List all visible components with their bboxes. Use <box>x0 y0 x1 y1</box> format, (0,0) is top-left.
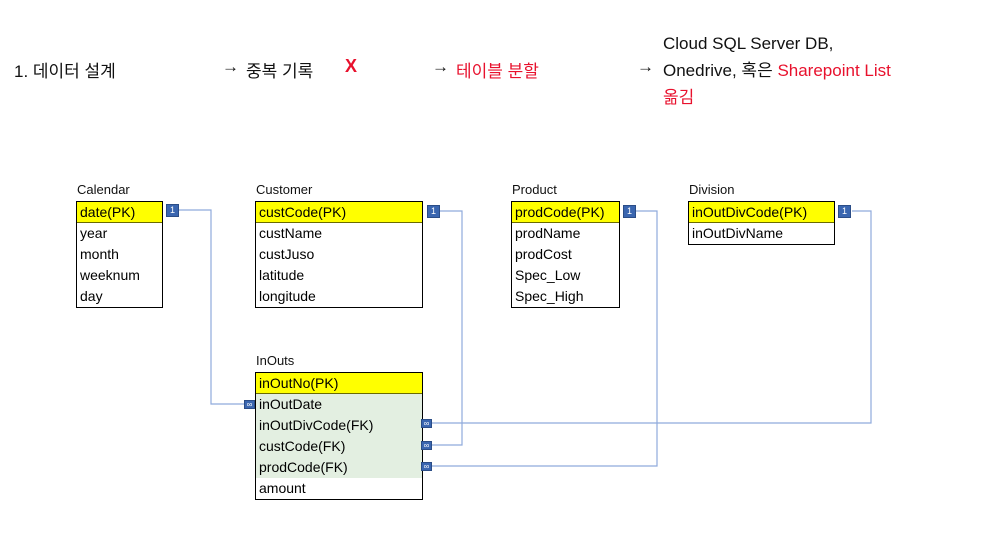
wire-division-inouts <box>430 210 872 424</box>
field-product-2[interactable]: prodCost <box>512 244 619 265</box>
field-customer-4[interactable]: longitude <box>256 286 422 307</box>
entity-product-title: Product <box>512 182 557 197</box>
field-product-0[interactable]: prodCode(PK) <box>512 202 619 223</box>
header-step-4-line-1: Cloud SQL Server DB, <box>663 34 834 53</box>
field-product-3[interactable]: Spec_Low <box>512 265 619 286</box>
field-calendar-2[interactable]: month <box>77 244 162 265</box>
wire-calendar-inouts <box>178 209 245 405</box>
entity-calendar[interactable]: Calendar date(PK) year month weeknum day <box>76 182 163 308</box>
entity-customer-title: Customer <box>256 182 313 197</box>
field-customer-1[interactable]: custName <box>256 223 422 244</box>
field-inouts-1[interactable]: inOutDate <box>256 394 422 415</box>
entity-product-fields: prodCode(PK) prodName prodCost Spec_Low … <box>511 201 620 308</box>
entity-inouts-title: InOuts <box>256 353 295 368</box>
field-inouts-0[interactable]: inOutNo(PK) <box>256 373 422 394</box>
badge-many-prodcode: ∞ <box>421 462 432 471</box>
badge-one-division: 1 <box>838 205 851 218</box>
field-customer-3[interactable]: latitude <box>256 265 422 286</box>
badge-one-product: 1 <box>623 205 636 218</box>
entity-division-title: Division <box>689 182 735 197</box>
field-product-4[interactable]: Spec_High <box>512 286 619 307</box>
header-step-1: 1. 데이터 설계 <box>14 62 116 81</box>
field-product-1[interactable]: prodName <box>512 223 619 244</box>
field-customer-2[interactable]: custJuso <box>256 244 422 265</box>
header-step-4-line-3: 옮김 <box>663 88 695 107</box>
entity-calendar-title: Calendar <box>77 182 130 197</box>
entity-inouts-fields: inOutNo(PK) inOutDate inOutDivCode(FK) c… <box>255 372 423 500</box>
wire-product-inouts <box>430 210 658 467</box>
badge-many-inoutdate: ∞ <box>244 400 255 409</box>
field-inouts-4[interactable]: prodCode(FK) <box>256 457 422 478</box>
field-inouts-3[interactable]: custCode(FK) <box>256 436 422 457</box>
field-customer-0[interactable]: custCode(PK) <box>256 202 422 223</box>
header-step-3: 테이블 분할 <box>456 62 539 81</box>
badge-one-calendar: 1 <box>166 204 179 217</box>
header-x-mark: X <box>345 56 358 76</box>
header-step-4-line-2b: Sharepoint List <box>777 61 891 80</box>
header-step-4-line-2a: Onedrive, 혹은 <box>663 61 778 80</box>
entity-inouts[interactable]: InOuts inOutNo(PK) inOutDate inOutDivCod… <box>255 353 423 500</box>
field-calendar-0[interactable]: date(PK) <box>77 202 162 223</box>
field-calendar-1[interactable]: year <box>77 223 162 244</box>
field-division-1[interactable]: inOutDivName <box>689 223 834 244</box>
badge-many-inoutdivcode: ∞ <box>421 419 432 428</box>
field-inouts-2[interactable]: inOutDivCode(FK) <box>256 415 422 436</box>
header-arrow-3-icon: → <box>432 57 449 76</box>
header-note-line: 1. 데이터 설계 → 중복 기록 X → 테이블 분할 → Cloud SQL… <box>0 0 1002 130</box>
header-arrow-4-icon: → <box>637 57 654 76</box>
field-division-0[interactable]: inOutDivCode(PK) <box>689 202 834 223</box>
entity-customer[interactable]: Customer custCode(PK) custName custJuso … <box>255 182 423 308</box>
entity-customer-fields: custCode(PK) custName custJuso latitude … <box>255 201 423 308</box>
wire-customer-inouts <box>430 210 463 446</box>
field-calendar-3[interactable]: weeknum <box>77 265 162 286</box>
entity-division[interactable]: Division inOutDivCode(PK) inOutDivName <box>688 182 835 245</box>
badge-many-custcode: ∞ <box>421 441 432 450</box>
badge-one-customer: 1 <box>427 205 440 218</box>
field-calendar-4[interactable]: day <box>77 286 162 307</box>
header-step-4: Cloud SQL Server DB, Onedrive, 혹은 Sharep… <box>663 30 1002 111</box>
entity-division-fields: inOutDivCode(PK) inOutDivName <box>688 201 835 245</box>
entity-calendar-fields: date(PK) year month weeknum day <box>76 201 163 308</box>
entity-product[interactable]: Product prodCode(PK) prodName prodCost S… <box>511 182 620 308</box>
header-arrow-2-icon: → <box>222 57 239 76</box>
header-step-2: 중복 기록 <box>246 62 314 81</box>
field-inouts-5[interactable]: amount <box>256 478 422 499</box>
